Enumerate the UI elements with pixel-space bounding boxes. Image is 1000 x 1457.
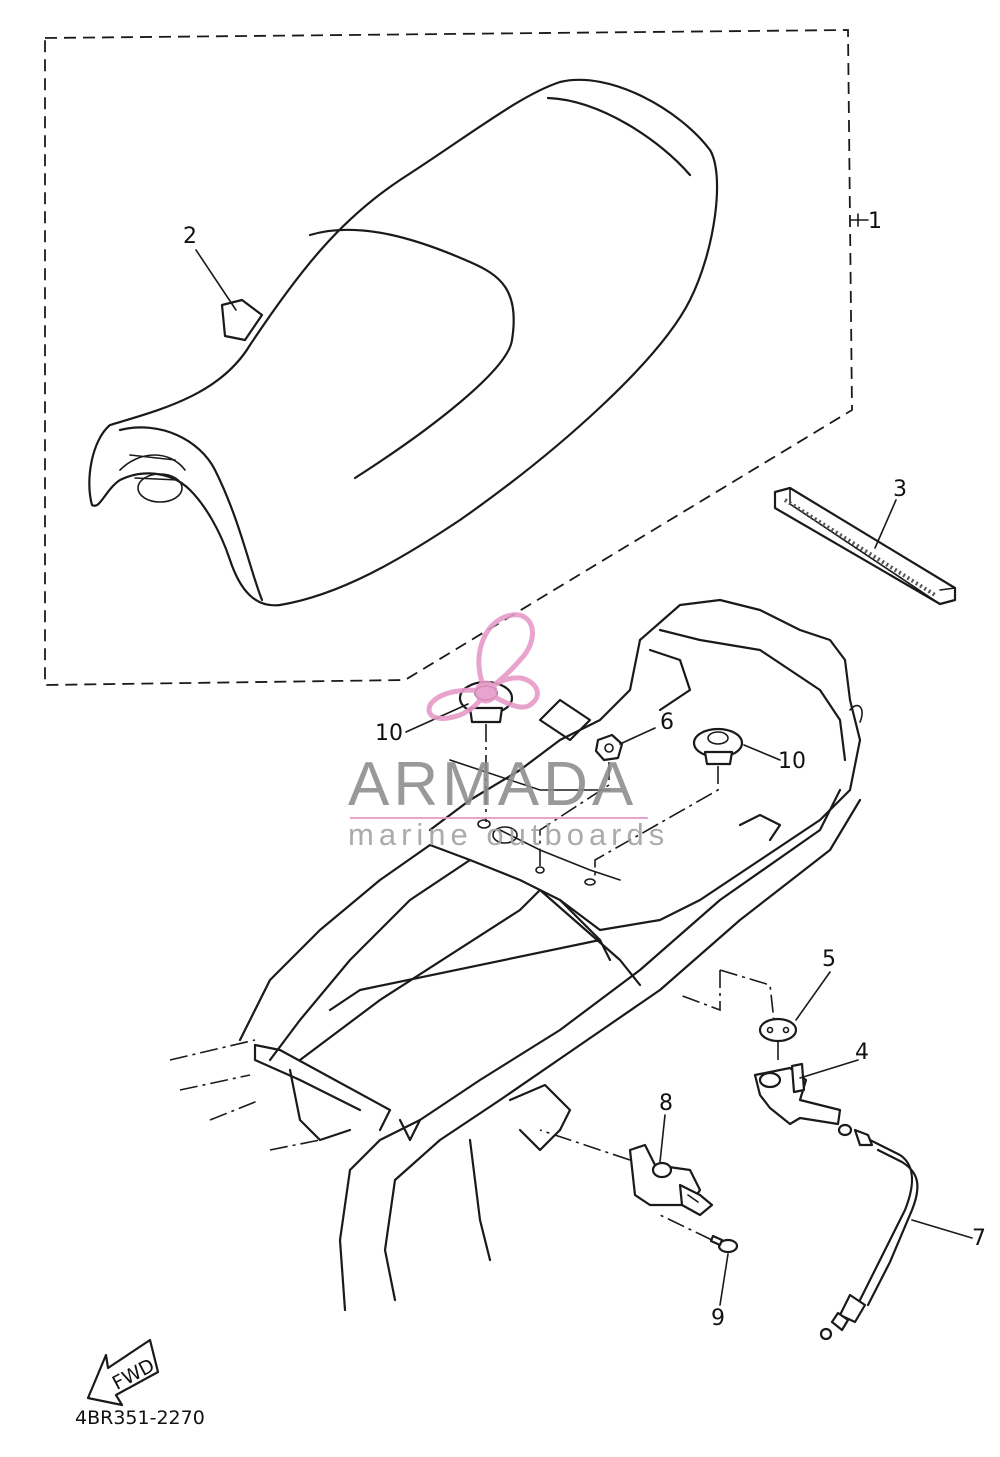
seat-damper-right <box>692 727 744 766</box>
lock-cover <box>758 1017 798 1043</box>
callout-8: 8 <box>659 1091 673 1116</box>
watermark-title: ARMADA <box>348 750 637 819</box>
callout-7: 7 <box>972 1226 986 1251</box>
lock-axis <box>539 1129 631 1161</box>
callout-2: 2 <box>183 224 197 249</box>
seat-lock-cable <box>819 1123 919 1341</box>
callout-10-right: 10 <box>778 749 806 774</box>
nut <box>594 733 624 762</box>
seat-assembly-boundary <box>44 29 853 686</box>
watermark: ARMADA marine outboards <box>348 612 669 852</box>
callout-1: 1 <box>868 209 882 234</box>
callout-5: 5 <box>822 947 836 972</box>
fwd-arrow-icon: FWD <box>86 1338 160 1407</box>
seat-hook <box>220 298 264 342</box>
seat-damper-strip <box>773 486 957 606</box>
seat-lock <box>628 1143 714 1217</box>
screw-axis <box>659 1214 713 1241</box>
damper-right-axis <box>594 766 719 878</box>
callout-10-left: 10 <box>375 721 403 746</box>
nut-axis <box>539 762 610 866</box>
callout-4: 4 <box>855 1040 869 1065</box>
frame-phantom-lines <box>169 1039 321 1151</box>
watermark-subtitle: marine outboards <box>348 817 669 852</box>
callout-6: 6 <box>660 710 674 735</box>
callout-1-bracket <box>849 213 869 227</box>
callout-3: 3 <box>893 477 907 502</box>
seat-lock-bracket <box>753 1062 842 1126</box>
propeller-logo-icon <box>426 612 540 721</box>
callout-9: 9 <box>711 1306 725 1331</box>
seat <box>88 78 719 607</box>
diagram-code: 4BR351-2270 <box>75 1407 205 1429</box>
rear-frame <box>238 598 863 1312</box>
screw <box>709 1234 739 1254</box>
lock-phantom-line <box>679 969 776 1031</box>
